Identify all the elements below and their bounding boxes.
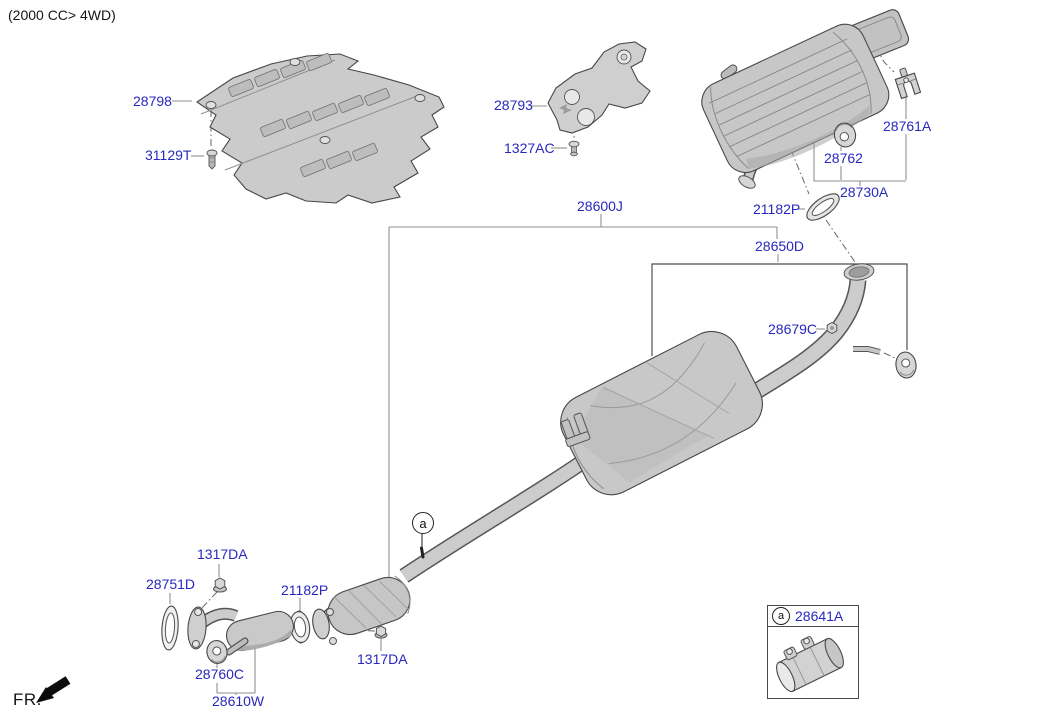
assembly-bracket-28650D [651,254,908,356]
rear-hanger-drawing [895,351,917,379]
rear-gasket-drawing [806,193,840,221]
fr-direction-arrow [36,676,71,703]
bracket-screw-drawing [568,140,580,157]
page-title: (2000 CC> 4WD) [8,7,116,23]
center-gasket-drawing [289,610,311,644]
clamp-drawing [776,636,844,693]
heat-shield-drawing [196,53,445,204]
center-muffler-drawing [399,330,763,583]
part-label-28760C[interactable]: 28760C [195,666,245,682]
part-label-1317DA-front[interactable]: 1317DA [197,546,248,562]
legend-marker-a-letter: a [777,610,785,622]
legend-box: a 28641A [767,605,859,699]
part-label-28600J[interactable]: 28600J [577,198,623,214]
mount-bracket-drawing [547,41,651,134]
part-label-28793[interactable]: 28793 [494,97,533,113]
part-label-31129T[interactable]: 31129T [145,147,192,163]
front-flange-drawing [187,606,207,650]
front-nut-drawing [213,577,227,593]
part-label-21182P-rear[interactable]: 21182P [753,201,801,217]
view-marker-a[interactable]: a [412,512,434,534]
front-hanger-drawing [206,640,228,664]
part-label-28761A[interactable]: 28761A [881,118,934,134]
assembly-bracket-28730A [813,96,907,186]
part-label-1317DA-cat[interactable]: 1317DA [357,651,408,667]
part-label-21182P-center[interactable]: 21182P [281,582,329,598]
pipe-nut-drawing [826,321,838,335]
part-label-28798[interactable]: 28798 [133,93,172,109]
legend-part-code: 28641A [795,608,844,624]
rear-pipe-drawing [737,263,881,408]
view-marker-a-letter: a [419,515,427,531]
cat-nut-drawing [374,625,388,639]
callout-a-line [420,533,425,559]
catalytic-converter-drawing [312,575,411,645]
rear-muffler-drawing [701,9,910,189]
legend-row-28641A[interactable]: a 28641A [768,606,858,627]
part-label-28650D[interactable]: 28650D [755,238,805,254]
shield-screw-drawing [206,149,218,170]
part-label-28762[interactable]: 28762 [824,150,863,166]
part-label-28610W[interactable]: 28610W [212,693,265,709]
muffler-hanger-drawing [833,122,857,148]
part-label-28751D[interactable]: 28751D [146,576,196,592]
legend-marker-a: a [772,607,790,625]
front-gasket-drawing [161,605,179,651]
part-label-28679C[interactable]: 28679C [768,321,818,337]
assembly-bracket-28600J [388,214,778,577]
tail-clamp-drawing [894,67,922,100]
fr-direction-label: FR. [13,690,42,709]
part-label-28730A[interactable]: 28730A [840,184,889,200]
part-label-1327AC[interactable]: 1327AC [504,140,555,156]
